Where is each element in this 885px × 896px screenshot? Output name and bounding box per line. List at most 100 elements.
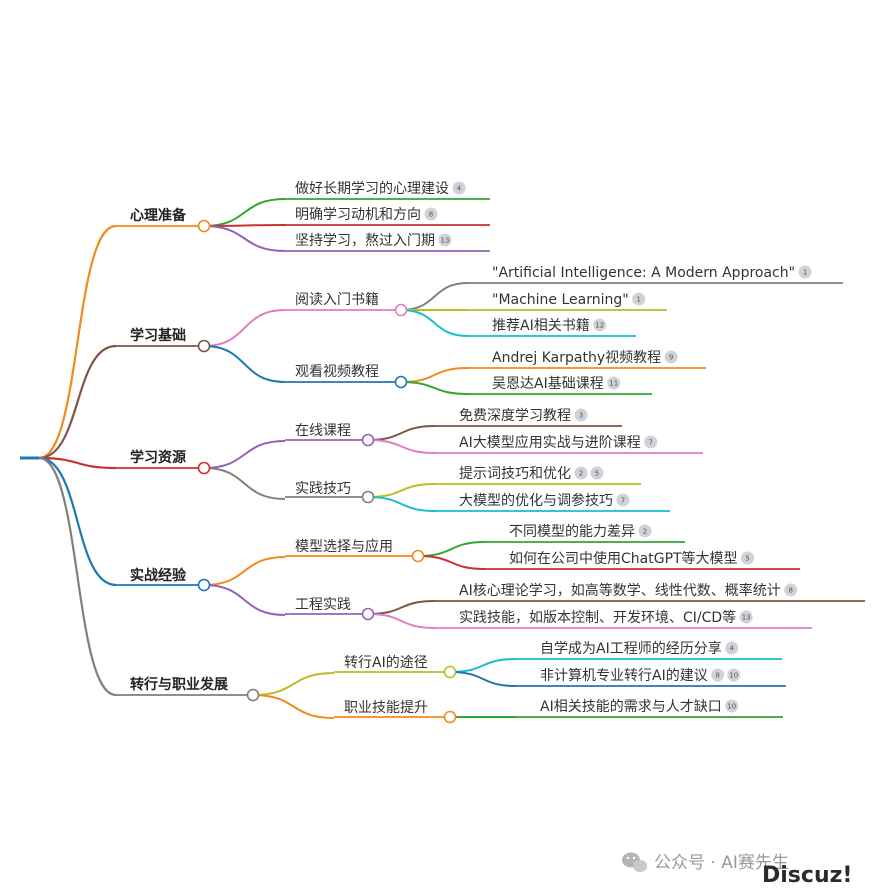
- topic-connector: [252, 694, 335, 719]
- count-badge-text: 7: [648, 439, 652, 447]
- topic-label[interactable]: 工程实践: [295, 597, 351, 613]
- count-badge-bg: [711, 668, 725, 682]
- leaf-label: "Artificial Intelligence: A Modern Appro…: [492, 265, 795, 281]
- branch-node[interactable]: [246, 688, 260, 702]
- underline-layer: [116, 198, 865, 718]
- leaf-label: AI大模型应用实战与进阶课程: [459, 434, 641, 451]
- topic-node[interactable]: [361, 607, 375, 621]
- topic-node[interactable]: [361, 433, 375, 447]
- topic-label[interactable]: 做好长期学习的心理建设: [295, 181, 449, 197]
- leaf-label: 不同模型的能力差异: [509, 524, 635, 540]
- count-badge: 8: [711, 668, 725, 682]
- leaf-label: 提示词技巧和优化: [459, 466, 571, 482]
- count-badge-bg: [784, 583, 798, 597]
- count-badge: 4: [725, 641, 739, 655]
- topic-label[interactable]: 在线课程: [295, 423, 351, 439]
- leaf-connector: [400, 309, 469, 337]
- watermark: 公众号 · AI赛先生 Discuz!: [622, 852, 852, 888]
- branch-label[interactable]: 实战经验: [130, 567, 187, 584]
- node-marker-layer: [197, 219, 457, 724]
- topic-label[interactable]: 实践技巧: [295, 481, 351, 497]
- count-badge: 7: [644, 435, 658, 449]
- topic-label[interactable]: 转行AI的途径: [344, 654, 428, 671]
- topic-label[interactable]: 坚持学习，熬过入门期: [295, 233, 435, 249]
- count-badge-bg: [438, 233, 452, 247]
- connector-layer: [20, 198, 517, 719]
- count-badge: 13: [438, 233, 452, 247]
- count-badge-text: 4: [457, 185, 462, 193]
- branch-connector: [38, 344, 117, 460]
- leaf-connector: [367, 425, 436, 441]
- leaf-connector: [400, 367, 469, 383]
- leaf-label: AI核心理论学习，如高等数学、线性代数、概率统计: [459, 582, 781, 599]
- count-badge-text: 10: [727, 703, 736, 711]
- topic-node[interactable]: [394, 375, 408, 389]
- count-badge-text: 2: [643, 528, 647, 536]
- count-badge-bg: [616, 493, 630, 507]
- branch-node[interactable]: [197, 461, 211, 475]
- branch-label[interactable]: 心理准备: [130, 207, 187, 224]
- count-badge-text: 5: [745, 555, 749, 563]
- count-badge: 11: [607, 376, 621, 390]
- count-badge-text: 12: [595, 322, 604, 330]
- topic-connector: [203, 467, 286, 500]
- count-badge-bg: [664, 350, 678, 364]
- branch-connector: [38, 456, 117, 587]
- leaf-label: 吴恩达AI基础课程: [492, 375, 604, 392]
- count-badge: 2: [574, 466, 588, 480]
- branch-node[interactable]: [197, 578, 211, 592]
- topic-connector: [203, 440, 286, 469]
- topic-connector: [252, 672, 335, 696]
- leaf-connector: [400, 381, 469, 395]
- leaf-connector: [417, 541, 486, 557]
- count-badge: 8: [424, 207, 438, 221]
- topic-node[interactable]: [394, 303, 408, 317]
- count-badge-text: 4: [729, 645, 734, 653]
- count-badge-text: 3: [579, 412, 583, 420]
- leaf-connector: [367, 439, 436, 454]
- topic-label[interactable]: 观看视频教程: [295, 364, 379, 380]
- topic-node[interactable]: [411, 549, 425, 563]
- count-badge: 1: [632, 292, 646, 306]
- branch-label[interactable]: 学习基础: [130, 327, 186, 344]
- count-badge-text: 2: [579, 470, 583, 478]
- topic-connector: [203, 556, 286, 586]
- leaf-label: Andrej Karpathy视频教程: [492, 350, 661, 366]
- leaf-connector: [417, 555, 486, 570]
- count-badge: 8: [784, 583, 798, 597]
- count-badge: 9: [664, 350, 678, 364]
- count-badge: 13: [739, 610, 753, 624]
- branch-label[interactable]: 转行与职业发展: [130, 676, 228, 693]
- topic-connector: [203, 225, 286, 252]
- leaf-label: 免费深度学习教程: [459, 408, 571, 424]
- leaf-label: 大模型的优化与调参技巧: [459, 492, 613, 509]
- topic-label[interactable]: 模型选择与应用: [295, 538, 393, 555]
- count-badge: 5: [741, 551, 755, 565]
- count-badge-text: 1: [803, 269, 807, 277]
- branch-node[interactable]: [197, 219, 211, 233]
- topic-node[interactable]: [361, 490, 375, 504]
- branch-connector: [38, 224, 117, 460]
- leaf-connector: [367, 483, 436, 498]
- count-badge-text: 1: [636, 296, 640, 304]
- count-badge-bg: [632, 292, 646, 306]
- count-badge-bg: [590, 466, 604, 480]
- branch-node[interactable]: [197, 339, 211, 353]
- topic-node[interactable]: [443, 665, 457, 679]
- count-badge-bg: [574, 408, 588, 422]
- leaf-connector: [367, 600, 436, 615]
- count-badge-bg: [452, 181, 466, 195]
- count-badge-bg: [593, 318, 607, 332]
- topic-label[interactable]: 职业技能提升: [344, 700, 428, 716]
- topic-node[interactable]: [443, 710, 457, 724]
- count-badge-bg: [739, 610, 753, 624]
- topic-label[interactable]: 明确学习动机和方向: [295, 207, 421, 223]
- topic-label[interactable]: 阅读入门书籍: [295, 291, 379, 308]
- leaf-connector: [449, 671, 517, 687]
- count-badge: 10: [727, 668, 741, 682]
- count-badge-bg: [644, 435, 658, 449]
- count-badge-text: 13: [742, 614, 751, 622]
- count-badge-text: 8: [715, 672, 719, 680]
- branch-label[interactable]: 学习资源: [130, 449, 186, 466]
- count-badge-bg: [725, 641, 739, 655]
